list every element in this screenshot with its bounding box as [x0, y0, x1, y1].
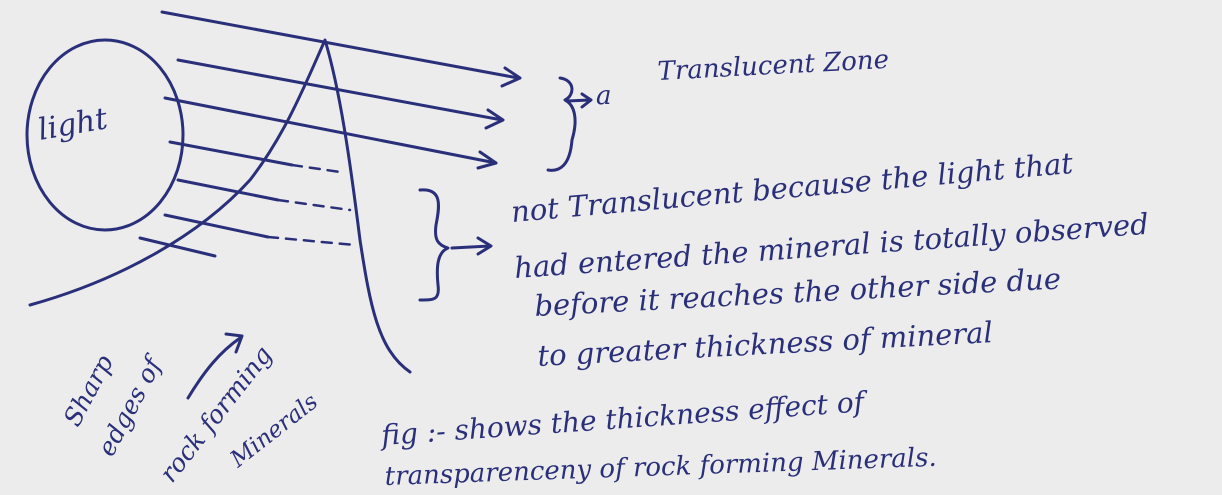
not-translucent-note: not Translucent because the light that h… — [510, 146, 1150, 373]
ray-1-arrowhead — [500, 66, 522, 88]
dashed-paths — [266, 163, 357, 247]
note-line-4: to greater thickness of mineral — [537, 315, 994, 373]
translucent-arrow-head — [580, 92, 593, 109]
light-source-circle — [25, 38, 185, 232]
edges-arrow-head — [224, 332, 244, 354]
ray-1 — [160, 10, 520, 80]
caption-line-1: fig :- shows the thickness effect of — [378, 385, 869, 452]
translucent-zone-label: Translucent Zone — [657, 45, 890, 87]
edges-arrow — [186, 336, 242, 400]
caption: fig :- shows the thickness effect of tra… — [378, 385, 937, 492]
absorbed-ray-4 — [138, 236, 217, 258]
annotation-strokes — [186, 76, 593, 400]
note-line-1: not Translucent because the light that — [510, 146, 1075, 229]
translucent-arrow — [565, 98, 592, 103]
absorbed-ray-1 — [168, 140, 294, 167]
ray-3-head — [476, 150, 498, 170]
ray-3-arrowhead — [484, 108, 505, 130]
ray-3 — [163, 96, 498, 165]
absorbed-arrow-head — [476, 236, 493, 256]
dashed-path-1 — [290, 163, 342, 174]
translucent-marker: a — [596, 81, 612, 111]
ray-2 — [176, 58, 504, 122]
light-label: light — [35, 101, 111, 148]
caption-line-2: transparenceny of rock forming Minerals. — [384, 443, 937, 492]
absorbed-ray-2 — [176, 178, 280, 202]
absorbed-ray-3 — [163, 213, 270, 239]
dashed-path-3 — [266, 235, 357, 247]
dashed-path-2 — [276, 198, 352, 212]
absorbed-arrow — [450, 244, 492, 250]
mineral-sharp-edge — [28, 38, 412, 374]
absorbed-brace — [418, 188, 450, 302]
translucent-brace — [546, 76, 577, 172]
edges-label-line-3: rock forming — [154, 340, 278, 487]
diagram-strokes — [25, 10, 522, 374]
edges-label: Sharp edges of rock forming Minerals — [58, 340, 323, 487]
